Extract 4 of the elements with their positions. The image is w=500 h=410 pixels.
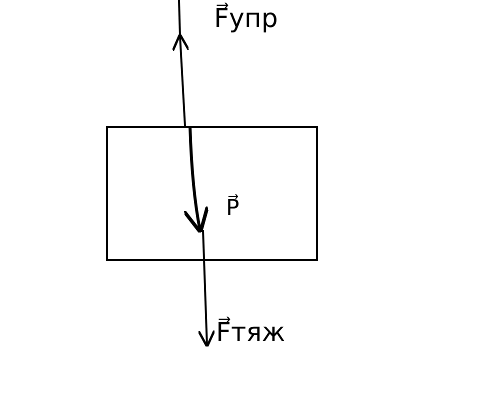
force-label: P⃗ bbox=[226, 196, 240, 221]
force-label: F⃗упр bbox=[214, 4, 278, 34]
force-label: F⃗тяж bbox=[216, 318, 286, 348]
rectangle-body bbox=[106, 126, 318, 261]
